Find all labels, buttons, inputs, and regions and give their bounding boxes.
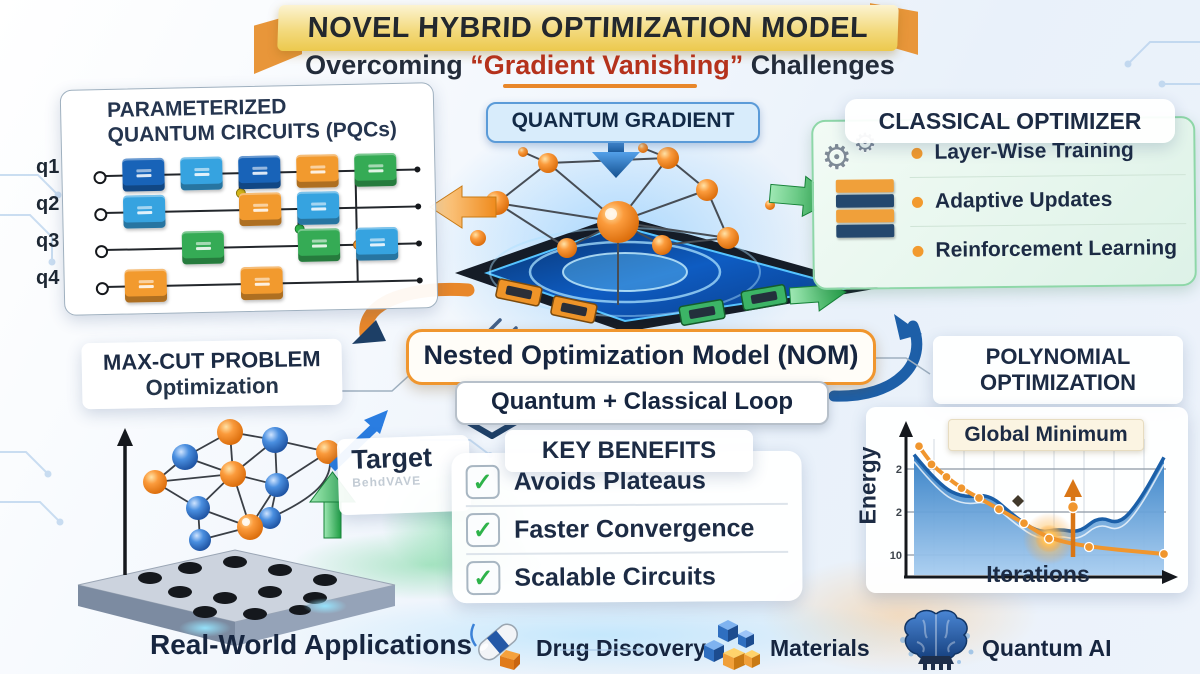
subtitle-underline [503,84,697,88]
page-title: NOVEL HYBRID OPTIMIZATION MODEL [307,11,869,44]
energy-landscape-chart: 2 2 10 [890,421,1178,584]
quantum-gate [122,194,166,229]
benefit-label: Scalable Circuits [514,561,716,592]
qubit-label-q4: q4 [36,267,60,289]
optimizer-path-point [1083,541,1095,553]
quantum-gate [354,152,397,187]
qubit-label-q2: q2 [36,193,60,215]
list-item: Reinforcement Learning [910,223,1187,275]
svg-text:2: 2 [896,464,902,476]
svg-text:10: 10 [890,550,902,562]
quantum-gradient-label: QUANTUM GRADIENT [486,102,760,143]
pill-icon [470,623,520,670]
quantum-gate [296,154,339,188]
brain-icon [900,609,974,670]
footer-title: Real-World Applications [150,629,473,660]
global-minimum-label: Global Minimum [948,419,1144,451]
optimizer-hardware-icon: ⚙ ⚙ [821,127,906,274]
optimizer-path-point [1158,548,1170,560]
app-label-materials: Materials [770,635,870,661]
quantum-gate [180,156,223,191]
optimizer-path-point [956,483,967,494]
maxcut-title-line2: Optimization [145,372,280,401]
optimizer-item-label: Reinforcement Learning [935,236,1178,262]
chevron-down [465,419,519,439]
polynomial-title-box: POLYNOMIAL OPTIMIZATION [933,336,1183,404]
svg-text:2: 2 [896,507,902,519]
y-tick-labels: 2 2 10 [890,464,902,562]
subtitle-highlight: “Gradient Vanishing” [470,50,744,80]
pqc-title: PARAMETERIZED QUANTUM CIRCUITS (PQCs) [61,83,434,149]
circuit-trace-decor [0,41,1200,653]
key-benefits-title: KEY BENEFITS [505,430,753,472]
optimizer-path-point [993,504,1005,515]
server-stack-icon [836,209,895,223]
subtitle-prefix: Overcoming [305,50,471,80]
arrow-to-pqc [429,185,497,229]
gates-layer [88,152,426,303]
quantum-gate [297,228,341,262]
qubit-label-q3: q3 [36,230,60,252]
benefit-row: ✓ Faster Convergence [465,502,789,554]
bullet-icon [912,245,924,257]
key-benefits-panel: ✓ Avoids Plateaus ✓ Faster Convergence ✓… [451,450,803,604]
quantum-gate [238,155,281,190]
loop-arrowhead-right [894,314,922,340]
optimizer-path-point [1043,533,1055,544]
list-item: Adaptive Updates [909,174,1187,226]
down-arrow [592,139,640,178]
optimizer-item-label: Adaptive Updates [934,187,1113,213]
cubes-icon [704,620,760,670]
qubit-label-q1: q1 [36,156,60,178]
server-stack-icon [835,179,894,193]
title-banner: NOVEL HYBRID OPTIMIZATION MODEL [277,5,899,51]
quantum-gate [240,266,284,301]
quantum-gate [355,226,399,261]
maxcut-title-box: MAX-CUT PROBLEM Optimization [81,338,343,410]
checkmark-icon: ✓ [465,512,501,548]
page-subtitle: Overcoming “Gradient Vanishing” Challeng… [0,50,1200,81]
optimizer-path-point [973,492,985,504]
bullet-icon [911,196,924,208]
nom-title-box: Nested Optimization Model (NOM) [406,329,876,385]
optimizer-path-point [926,459,937,470]
optimizer-path-point [941,471,952,483]
quantum-gate [181,230,225,265]
loop-arrowhead-left [352,320,386,344]
quantum-circuit-diagram [88,152,429,308]
quantum-classical-loop-box: Quantum + Classical Loop [455,381,829,425]
checkmark-icon: ✓ [465,464,500,500]
loop-arrow-right [828,320,923,402]
server-stack-icon [836,224,895,238]
app-label-drug-discovery: Drug Discovery [536,635,707,661]
classical-optimizer-title: CLASSICAL OPTIMIZER [845,99,1175,143]
key-benefits-list: ✓ Avoids Plateaus ✓ Faster Convergence ✓… [465,457,789,602]
app-label-quantum-ai: Quantum AI [982,635,1112,661]
checkmark-icon: ✓ [466,560,501,596]
pqc-panel: PARAMETERIZED QUANTUM CIRCUITS (PQCs) [59,82,439,316]
subtitle-suffix: Challenges [743,50,895,80]
energy-landscape-area [914,454,1164,575]
server-stack-icon [835,194,895,208]
benefit-label: Faster Convergence [513,513,755,544]
polynomial-title-line2: OPTIMIZATION [979,370,1137,395]
gate-connector [354,170,359,282]
bullet-icon [911,147,923,159]
quantum-gate [124,268,168,303]
optimizer-path-point [913,441,925,452]
chart-axes [899,421,1178,584]
optimizer-path-point [1018,518,1030,529]
benefit-row: ✓ Scalable Circuits [466,550,789,602]
y-axis-label: Energy [854,446,881,525]
global-minimum-arrow [1012,479,1082,557]
maxcut-nodes [143,419,340,551]
quantum-gate [296,191,340,225]
quantum-gate [122,157,165,192]
optimizer-feature-list: Layer-Wise Training Adaptive Updates Rei… [909,126,1187,275]
x-axis-label: Iterations [986,561,1090,587]
gear-icon: ⚙ [821,138,853,177]
quantum-gate [238,192,282,227]
polynomial-title-line1: POLYNOMIAL [985,343,1131,369]
